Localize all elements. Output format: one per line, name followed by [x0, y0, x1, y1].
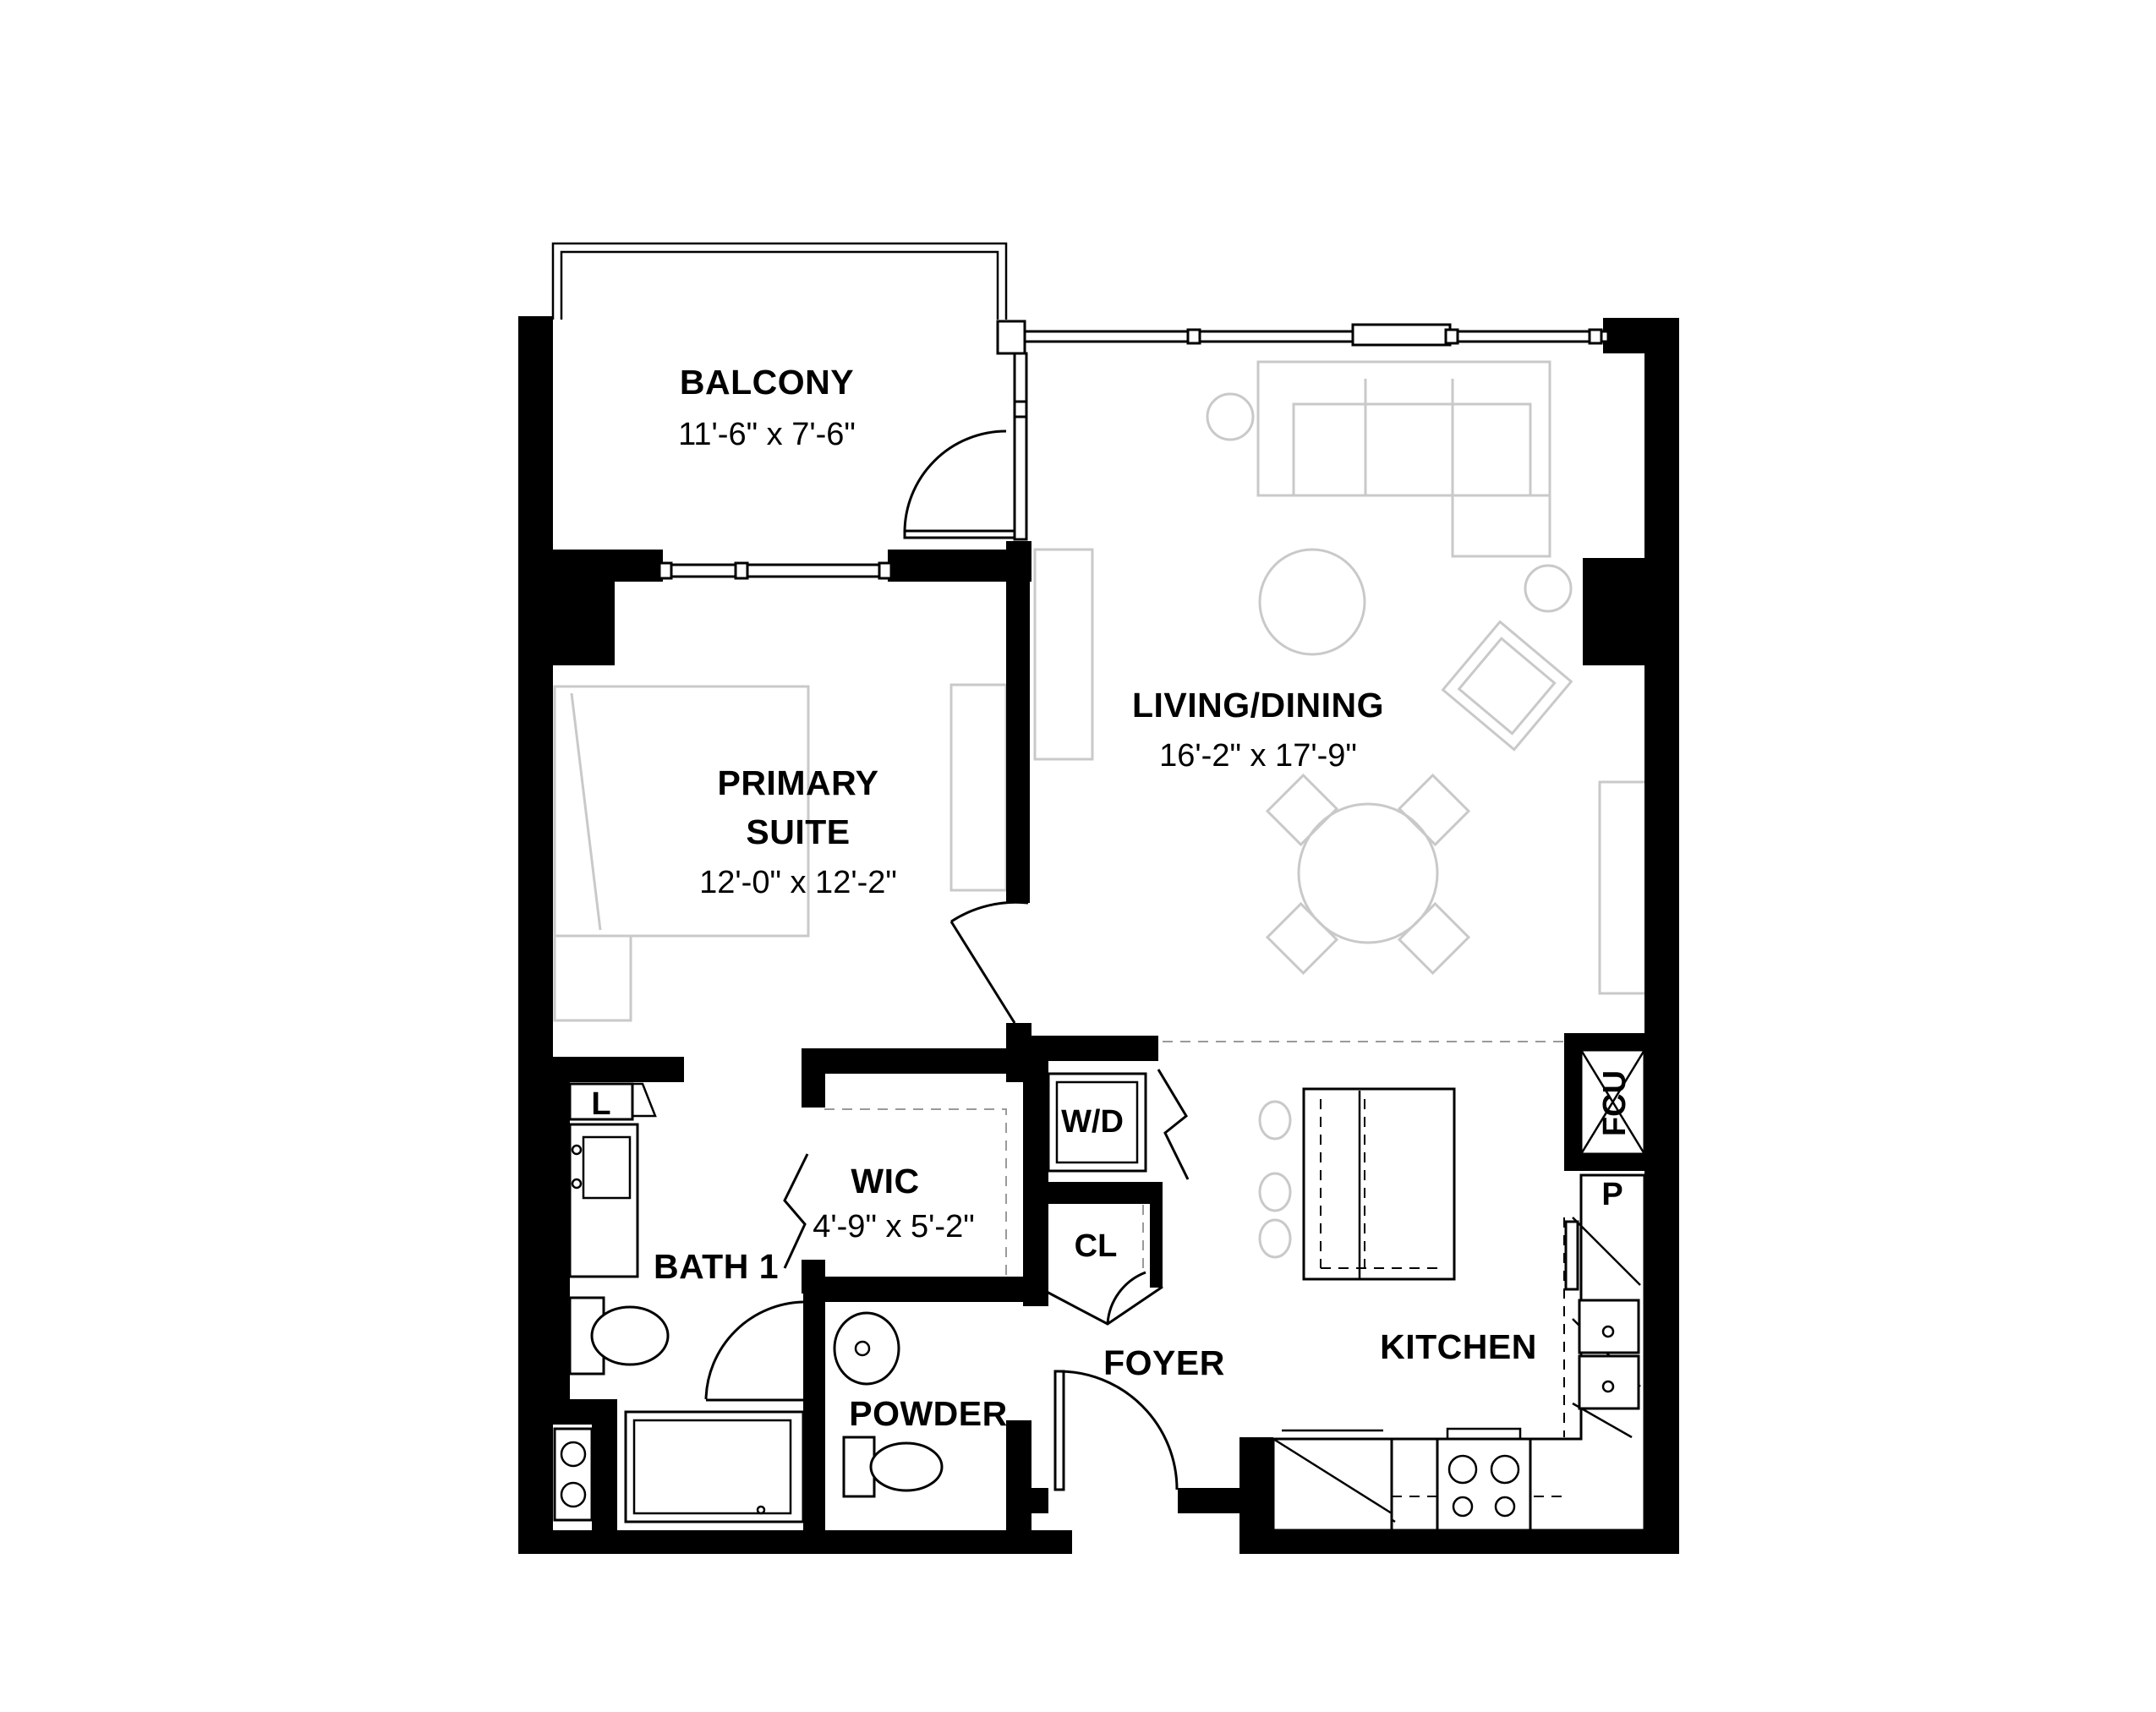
washer-dryer-box — [1047, 1072, 1147, 1173]
bath1-fixtures — [553, 1082, 805, 1523]
pantry-label: P — [1601, 1177, 1622, 1212]
balcony-label: BALCONY — [680, 363, 854, 402]
balcony-outline — [551, 242, 1028, 541]
foyer-label: FOYER — [1103, 1343, 1225, 1382]
doors — [704, 900, 1190, 1491]
bedroom-furniture — [553, 683, 1008, 1022]
balcony-dims: 11'-6" x 7'-6" — [678, 417, 856, 452]
powder-fixtures — [833, 1311, 944, 1498]
living-furniture — [1033, 360, 1652, 995]
kitchen-label: KITCHEN — [1380, 1327, 1537, 1366]
kitchen-island — [1258, 1087, 1456, 1281]
fcu-unit — [1579, 1048, 1646, 1156]
primary-suite-label-1: PRIMARY — [717, 763, 878, 802]
living-window-wall — [1023, 323, 1610, 347]
linen-label: L — [591, 1086, 610, 1122]
wic-dims: 4'-9" x 5'-2" — [813, 1209, 974, 1244]
powder-label: POWDER — [849, 1394, 1008, 1433]
living-dining-label: LIVING/DINING — [1132, 686, 1384, 725]
bedroom-window — [658, 561, 893, 580]
wic-shelves — [824, 1108, 1007, 1277]
walls — [518, 316, 1679, 1554]
primary-suite-label-2: SUITE — [746, 812, 850, 851]
closet-label: CL — [1075, 1228, 1118, 1264]
kitchen-counters — [1272, 1173, 1646, 1532]
primary-suite-dims: 12'-0" x 12'-2" — [699, 865, 897, 900]
bath1-label: BATH 1 — [654, 1247, 779, 1286]
living-dining-dims: 16'-2" x 17'-9" — [1159, 738, 1357, 774]
fcu-label: FCU — [1597, 1070, 1633, 1136]
washer-dryer-inner — [1055, 1080, 1139, 1164]
washer-dryer-label: W/D — [1061, 1104, 1124, 1140]
wic-label: WIC — [851, 1162, 919, 1201]
